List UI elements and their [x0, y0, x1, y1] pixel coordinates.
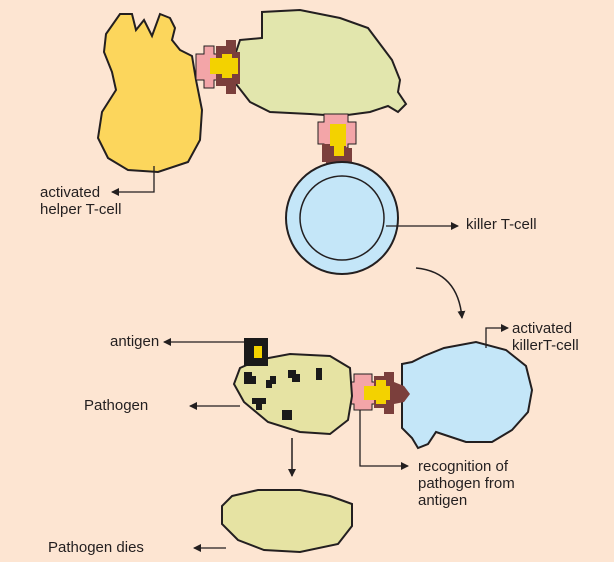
killer-t-cell-nucleus: [300, 176, 384, 260]
pathogen-dies-label: Pathogen dies: [48, 539, 144, 556]
recognition-line3: antigen: [418, 492, 515, 509]
activated-killer-line2: killerT-cell: [512, 337, 579, 354]
pathogen-label: Pathogen: [84, 397, 148, 414]
recognition-line1: recognition of: [418, 458, 515, 475]
recognition-line2: pathogen from: [418, 475, 515, 492]
helper-label-line1: activated: [40, 184, 121, 201]
activated-killer-t-cell: [402, 342, 532, 448]
surface-antigen: [244, 338, 268, 366]
activation-arrow: [416, 268, 462, 318]
killer-receptor-complex: [318, 114, 356, 164]
antigen-label: antigen: [110, 333, 159, 350]
pathogen-receptor-complex: [348, 372, 410, 414]
helper-label-line2: helper T-cell: [40, 201, 121, 218]
helper-t-cell-label: activated helper T-cell: [40, 184, 121, 218]
activated-killer-line1: activated: [512, 320, 579, 337]
helper-t-cell: [98, 14, 202, 172]
recognition-label: recognition of pathogen from antigen: [418, 458, 515, 509]
antigen-presenting-cell: [232, 10, 406, 116]
killer-t-cell-label: killer T-cell: [466, 216, 537, 233]
activated-killer-label: activated killerT-cell: [512, 320, 579, 354]
dead-pathogen: [222, 490, 352, 552]
helper-receptor-complex: [196, 40, 240, 94]
